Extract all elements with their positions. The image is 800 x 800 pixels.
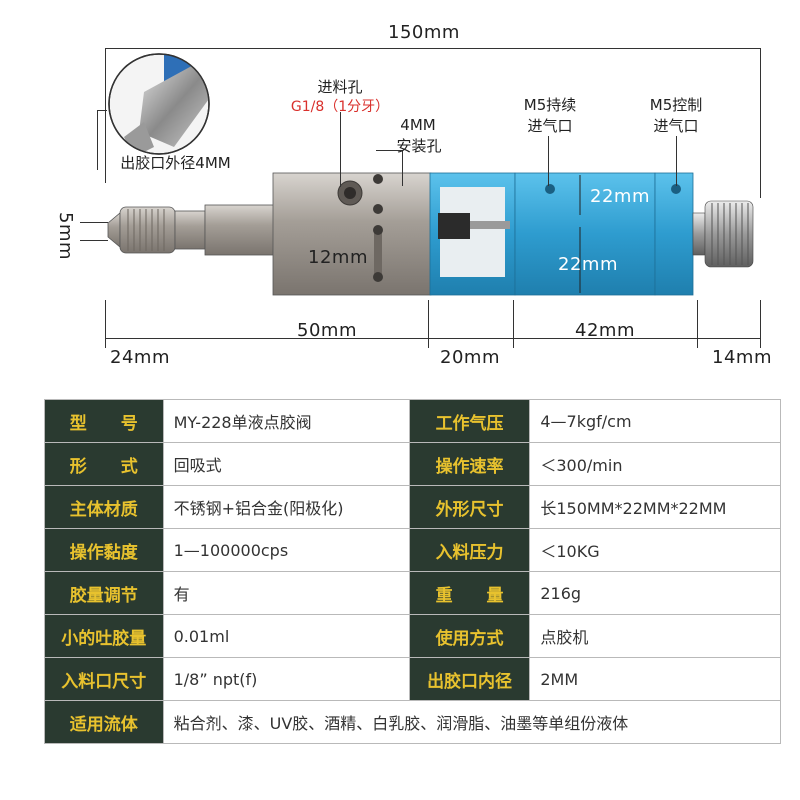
spec-key: 外形尺寸 (408, 485, 531, 529)
label-m5-continuous-line2: 进气口 (527, 117, 573, 135)
spec-value: 0.01ml (162, 614, 410, 658)
spec-key: 入料口尺寸 (44, 657, 164, 701)
label-m5-control-line1: M5控制 (649, 96, 703, 114)
label-mount-line1: 4MM (400, 116, 436, 134)
dim-tick-bottom-5 (760, 300, 761, 348)
callout-line-inset (97, 110, 107, 111)
spec-value: 1—100000cps (162, 528, 410, 572)
dim-height-bottom: 22mm (558, 254, 618, 275)
spec-value: 4—7kgf/cm (529, 399, 781, 443)
spec-value: 长150MM*22MM*22MM (529, 485, 781, 529)
dim-tick-bottom-1 (105, 300, 106, 348)
dim-line-bottom (105, 338, 760, 339)
label-inlet-spec: G1/8（1分牙） (290, 99, 390, 115)
spec-key: 工作气压 (408, 399, 531, 443)
outlet-detail-photo (108, 53, 210, 155)
dim-5mm-bottom (80, 240, 108, 241)
spec-value: ＜300/min (529, 442, 781, 486)
callout-mount (402, 150, 403, 186)
dim-mid-length: 20mm (440, 347, 500, 368)
spec-key: 形 式 (44, 442, 164, 486)
spec-value: 点胶机 (529, 614, 781, 658)
spec-key: 胶量调节 (44, 571, 164, 615)
spec-value: MY-228单液点胶阀 (162, 399, 410, 443)
dim-thickness: 5mm (55, 212, 76, 261)
spec-key: 入料压力 (408, 528, 531, 572)
dim-height-top: 22mm (590, 186, 650, 207)
spec-key: 适用流体 (44, 700, 164, 744)
label-outlet-od: 出胶口外径4MM (120, 154, 231, 172)
dim-tick-bottom-4 (697, 300, 698, 348)
spec-key: 操作黏度 (44, 528, 164, 572)
dim-total-length: 150mm (388, 22, 460, 43)
spec-row: 形 式回吸式操作速率＜300/min (44, 442, 781, 486)
spec-key: 型 号 (44, 399, 164, 443)
callout-inlet (340, 112, 341, 187)
dim-cylinder-length: 42mm (575, 320, 635, 341)
spec-value: 不锈钢+铝合金(阳极化) (162, 485, 410, 529)
spec-value: 有 (162, 571, 410, 615)
spec-row: 主体材质不锈钢+铝合金(阳极化)外形尺寸长150MM*22MM*22MM (44, 485, 781, 529)
callout-line-inset-v (97, 110, 98, 170)
callout-m5-control (676, 136, 677, 186)
dim-hole-spacing: 12mm (308, 247, 368, 268)
spec-key: 主体材质 (44, 485, 164, 529)
dim-tick-right (760, 48, 761, 198)
valve-drawing (107, 172, 754, 296)
spec-key: 操作速率 (408, 442, 531, 486)
label-m5-control-line2: 进气口 (653, 117, 699, 135)
dim-5mm-top (80, 222, 108, 223)
dim-knob-length: 14mm (712, 347, 772, 368)
label-m5-continuous-line1: M5持续 (523, 96, 577, 114)
dim-body-length: 50mm (297, 320, 357, 341)
spec-key: 使用方式 (408, 614, 531, 658)
spec-row-applicable: 适用流体粘合剂、漆、UV胶、酒精、白乳胶、润滑脂、油墨等单组份液体 (44, 700, 782, 744)
dim-nozzle-length: 24mm (110, 347, 170, 368)
callout-mount-h (376, 150, 403, 151)
dim-tick-left (105, 48, 106, 183)
spec-value: 回吸式 (162, 442, 410, 486)
spec-value: ＜10KG (529, 528, 781, 572)
spec-key: 重 量 (408, 571, 531, 615)
label-mount-line2: 安装孔 (396, 137, 442, 155)
spec-key: 小的吐胶量 (44, 614, 164, 658)
spec-value: 216g (529, 571, 781, 615)
spec-value: 2MM (529, 657, 781, 701)
spec-value: 1/8” npt(f) (162, 657, 410, 701)
label-inlet-title: 进料孔 (317, 78, 363, 96)
dim-line-total (105, 48, 760, 49)
spec-value: 粘合剂、漆、UV胶、酒精、白乳胶、润滑脂、油墨等单组份液体 (162, 700, 782, 744)
dim-tick-bottom-3 (513, 300, 514, 348)
dim-tick-bottom-2 (428, 300, 429, 348)
spec-key: 出胶口内径 (408, 657, 531, 701)
callout-m5-continuous (548, 136, 549, 186)
